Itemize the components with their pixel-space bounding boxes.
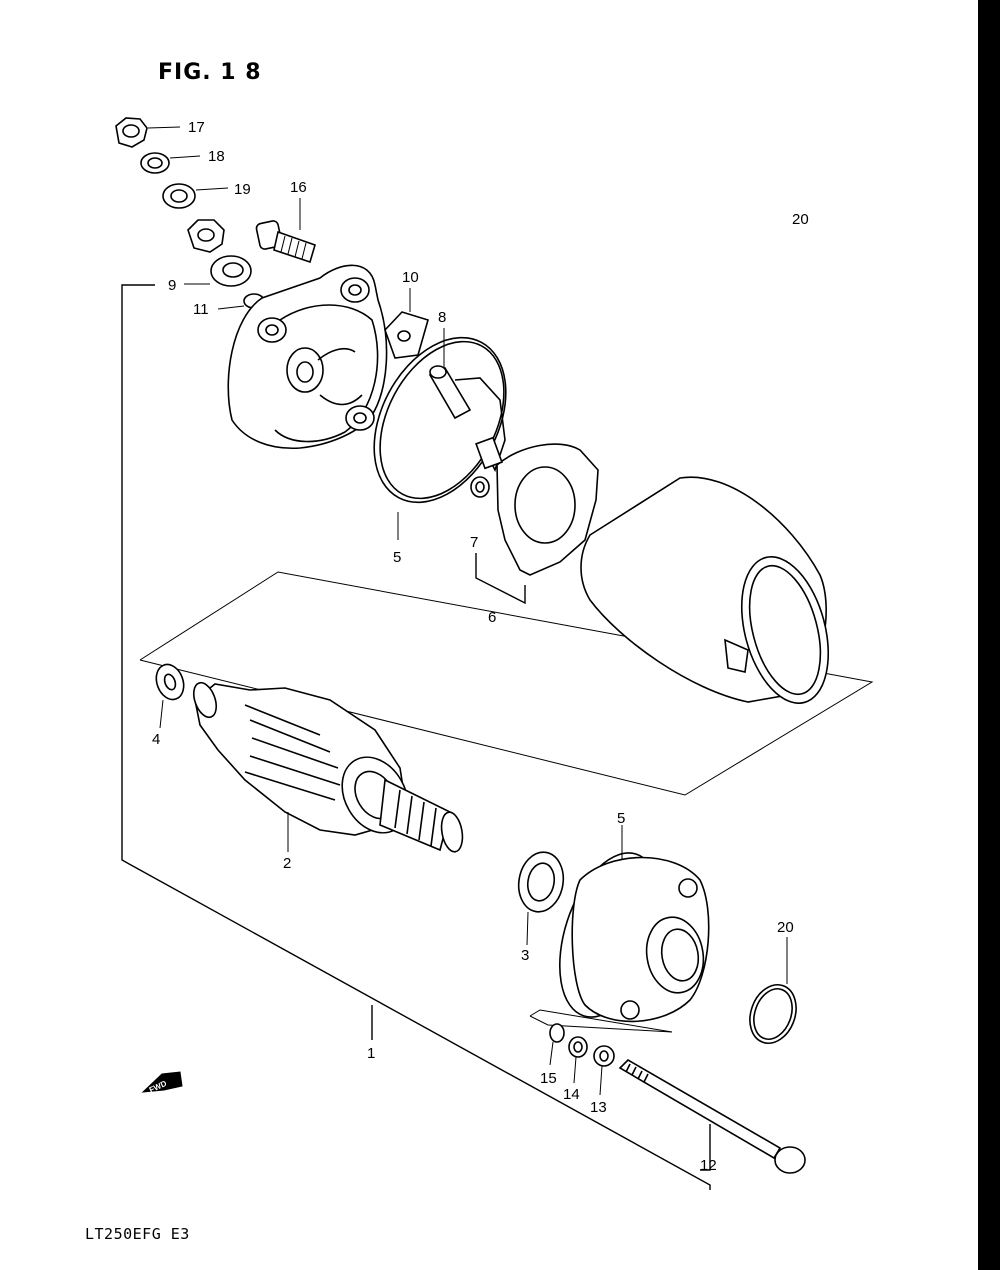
bolt-16 bbox=[255, 198, 316, 264]
callout-18: 18 bbox=[208, 148, 225, 165]
callout-17: 17 bbox=[188, 119, 205, 136]
washer-4 bbox=[155, 663, 185, 729]
callout-2: 2 bbox=[283, 855, 291, 872]
callout-14: 14 bbox=[563, 1086, 580, 1103]
fwd-arrow bbox=[141, 1071, 183, 1093]
callout-4: 4 bbox=[152, 731, 160, 748]
washer-18 bbox=[140, 152, 201, 174]
rear-housing bbox=[227, 264, 388, 450]
nut-17 bbox=[115, 117, 181, 148]
fwd-label: FWD bbox=[148, 1079, 169, 1095]
washer-19 bbox=[162, 183, 229, 209]
figure-title: FIG. 1 8 bbox=[158, 60, 262, 85]
front-housing bbox=[558, 825, 710, 1023]
callout-16: 16 bbox=[290, 179, 307, 196]
washer-9 bbox=[184, 255, 252, 287]
callout-13: 13 bbox=[590, 1099, 607, 1116]
callout-7: 7 bbox=[470, 534, 478, 551]
callout-1: 1 bbox=[367, 1045, 375, 1062]
fastener-group bbox=[529, 1009, 806, 1174]
oil-seal-3 bbox=[517, 851, 565, 946]
callout-labels: 17 18 19 16 9 10 11 8 20 5 7 6 4 2 5 3 2… bbox=[148, 119, 809, 1174]
nut-unlabeled bbox=[187, 219, 225, 253]
callout-5-rear: 5 bbox=[393, 549, 401, 566]
assembly-bracket bbox=[121, 284, 711, 1190]
terminal-plate-10 bbox=[384, 288, 429, 359]
callout-20-bottom: 20 bbox=[777, 919, 794, 936]
callout-6: 6 bbox=[488, 609, 496, 626]
model-code: LT250EFG E3 bbox=[85, 1225, 190, 1243]
yoke-housing bbox=[580, 476, 830, 704]
assembly-plane bbox=[139, 571, 874, 796]
armature-2 bbox=[192, 681, 464, 853]
callout-11: 11 bbox=[193, 301, 209, 318]
brush-holder-plate-6 bbox=[470, 436, 599, 605]
scan-edge-band bbox=[978, 0, 1000, 1270]
callout-9: 9 bbox=[168, 277, 176, 294]
callout-3: 3 bbox=[521, 947, 529, 964]
callout-8: 8 bbox=[438, 309, 446, 326]
callout-19: 19 bbox=[234, 181, 251, 198]
callout-12: 12 bbox=[700, 1157, 717, 1174]
callout-20-top: 20 bbox=[792, 211, 809, 228]
o-ring-20 bbox=[749, 937, 797, 1044]
terminal-bolt-8 bbox=[428, 328, 506, 473]
callout-10: 10 bbox=[402, 269, 419, 286]
callout-5-front: 5 bbox=[617, 810, 625, 827]
callout-15: 15 bbox=[540, 1070, 557, 1087]
